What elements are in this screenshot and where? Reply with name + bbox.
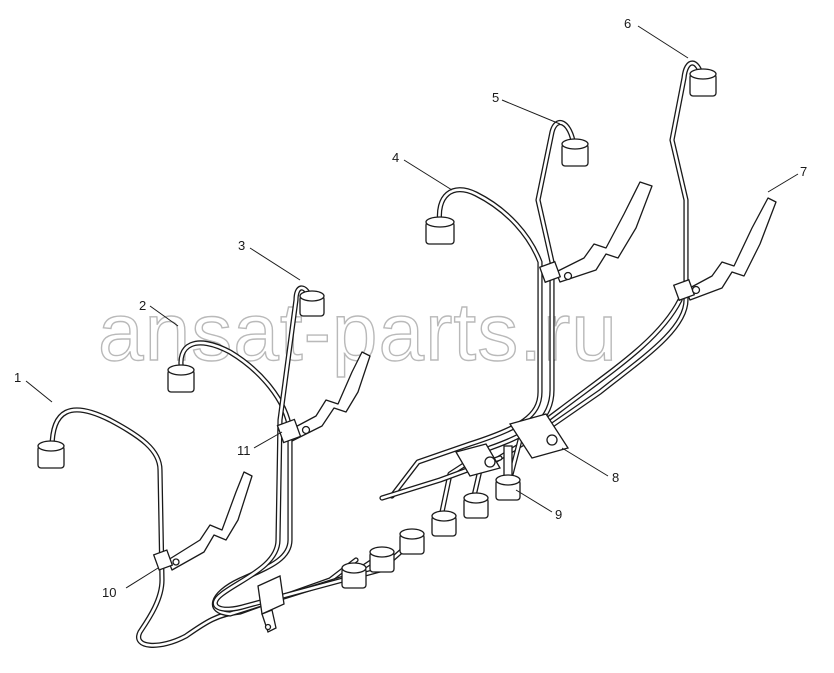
callout-10: 10 xyxy=(102,585,116,600)
clamp-plate-8 xyxy=(508,413,570,459)
callout-2: 2 xyxy=(139,298,146,313)
bracket-upper xyxy=(555,181,653,283)
pump-nut-b xyxy=(369,546,395,573)
callout-8: 8 xyxy=(612,470,619,485)
pump-nut-d xyxy=(431,510,457,537)
pump-nut-e xyxy=(463,492,489,519)
callout-4: 4 xyxy=(392,150,399,165)
clamp-lower xyxy=(257,575,285,615)
bracket-10 xyxy=(167,471,253,571)
pump-nut-f xyxy=(495,474,521,501)
nut-3 xyxy=(299,290,325,317)
callout-3: 3 xyxy=(238,238,245,253)
nut-1 xyxy=(37,440,65,469)
pump-nut-c xyxy=(399,528,425,555)
pump-nut-a xyxy=(341,562,367,589)
nut-2 xyxy=(167,364,195,393)
nut-4 xyxy=(425,216,455,245)
callout-11: 11 xyxy=(237,443,251,458)
callout-5: 5 xyxy=(492,90,499,105)
leader-lines xyxy=(25,25,799,589)
callout-9: 9 xyxy=(555,507,562,522)
nut-6 xyxy=(689,68,717,97)
callout-6: 6 xyxy=(624,16,631,31)
clamp-7 xyxy=(672,278,696,302)
bracket-7 xyxy=(685,197,777,301)
callout-labels: 1 2 3 4 5 6 7 8 9 10 11 xyxy=(14,16,807,600)
callout-1: 1 xyxy=(14,370,21,385)
watermark: ansat-parts.ru xyxy=(98,287,618,378)
fuel-pipes xyxy=(49,60,705,648)
nut-5 xyxy=(561,138,589,167)
clamp-10 xyxy=(152,549,174,571)
clamp-11 xyxy=(276,418,302,444)
pipe-clamps xyxy=(152,260,701,633)
union-nuts xyxy=(37,68,717,589)
clamp-upper xyxy=(538,260,562,284)
callout-7: 7 xyxy=(800,164,807,179)
